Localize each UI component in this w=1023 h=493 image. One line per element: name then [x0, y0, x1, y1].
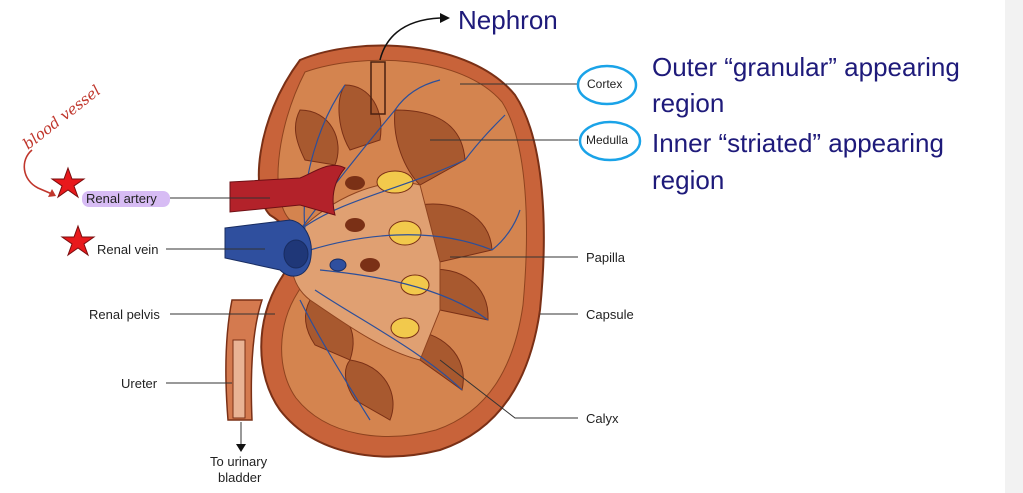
cortex-description-line2: region: [652, 88, 725, 118]
nephron-box: [370, 61, 386, 115]
medullary-pyramids: [294, 84, 493, 421]
label-calyx: Calyx: [586, 411, 619, 426]
label-renal-pelvis: Renal pelvis: [89, 307, 160, 322]
label-bladder: bladder: [218, 470, 262, 485]
renal-vein-lumen: [283, 239, 309, 269]
label-renal-vein: Renal vein: [97, 242, 159, 257]
bladder-arrowhead: [236, 444, 246, 452]
label-medulla: Medulla: [586, 133, 629, 147]
nephron-title: Nephron: [458, 5, 558, 35]
star-renal-artery: [50, 166, 86, 199]
label-papilla: Papilla: [586, 250, 626, 265]
right-edge-strip: [1005, 0, 1023, 493]
renal-artery: [229, 164, 346, 216]
label-renal-artery: Renal artery: [86, 191, 157, 206]
star-renal-vein: [60, 224, 96, 257]
interlobar-vessels: [299, 79, 521, 421]
label-ureter: Ureter: [121, 376, 158, 391]
cortex-highlight-circle: [576, 64, 638, 106]
medulla-description-line2: region: [652, 165, 725, 195]
nephron-arrowhead: [440, 13, 450, 23]
handwritten-note: blood vessel: [19, 81, 104, 153]
label-to-urinary: To urinary: [210, 454, 268, 469]
label-capsule: Capsule: [586, 307, 634, 322]
medulla-description-line1: Inner “striated” appearing: [652, 128, 944, 158]
leader-lines: [166, 83, 578, 446]
sinus-holes: [345, 176, 380, 272]
highlighter-stroke: [82, 191, 170, 207]
medulla-highlight-circle: [578, 120, 642, 162]
nephron-arrow: [379, 17, 441, 61]
cortex-description-line1: Outer “granular” appearing: [652, 52, 960, 82]
papillae: [376, 170, 430, 339]
label-cortex: Cortex: [587, 77, 623, 91]
ureter: [225, 299, 264, 421]
